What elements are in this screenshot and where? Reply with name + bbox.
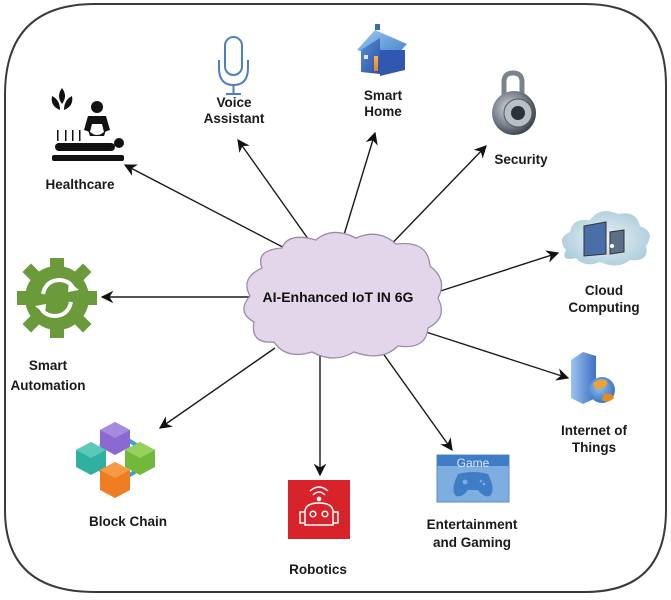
arrow-to-smart-home	[339, 131, 378, 249]
microphone-icon	[218, 36, 249, 95]
gaming-label-line1: Entertainment	[427, 517, 518, 532]
cloud-computing-label-line2: Computing	[568, 300, 639, 315]
cloud-shape	[243, 231, 443, 359]
smart-home-label-line2: Home	[364, 104, 402, 119]
arrow-to-block-chain	[158, 347, 276, 429]
game-controller-icon: Game	[436, 454, 510, 503]
cloud-computing-label-line1: Cloud	[585, 283, 623, 298]
voice-assistant-label-line1: Voice	[216, 95, 252, 110]
healthcare-icon	[51, 88, 124, 161]
node-cloud-computing: Cloud Computing	[561, 211, 650, 315]
server-globe-icon	[571, 352, 615, 404]
arrow-to-voice-assistant	[237, 138, 317, 251]
game-badge-text: Game	[457, 456, 490, 470]
node-block-chain: Block Chain	[76, 422, 167, 529]
cloud-computing-icon	[561, 211, 650, 266]
smart-automation-label-line1: Smart	[29, 358, 68, 373]
robotics-label: Robotics	[289, 562, 347, 577]
node-internet-of-things: Internet of Things	[561, 352, 628, 455]
connector-arrows	[100, 131, 570, 477]
arrow-to-healthcare	[123, 164, 299, 256]
arrow-to-security	[377, 145, 487, 259]
healthcare-label: Healthcare	[45, 177, 115, 192]
iot-label-line2: Things	[572, 440, 616, 455]
block-chain-label: Block Chain	[89, 514, 167, 529]
node-security: Security	[492, 70, 548, 167]
node-healthcare: Healthcare	[45, 88, 124, 192]
gaming-label-line2: and Gaming	[433, 535, 511, 550]
arrow-to-gaming	[381, 351, 453, 452]
blockchain-cubes-icon	[76, 422, 155, 498]
node-robotics: Robotics	[288, 480, 350, 577]
voice-assistant-label-line2: Assistant	[204, 111, 265, 126]
node-smart-home: Smart Home	[357, 24, 407, 119]
robot-icon	[288, 480, 350, 539]
node-smart-automation: Smart Automation	[11, 258, 97, 393]
node-voice-assistant: Voice Assistant	[204, 36, 265, 126]
gear-sync-icon	[17, 258, 97, 338]
smart-automation-label-line2: Automation	[11, 378, 86, 393]
iot-label-line1: Internet of	[561, 423, 628, 438]
smart-home-label-line1: Smart	[364, 88, 403, 103]
arrow-to-cloud-computing	[427, 250, 560, 296]
house-icon	[357, 24, 407, 76]
node-entertainment-gaming: Game Entertainment and Gaming	[427, 454, 518, 550]
central-cloud-label: AI-Enhanced IoT IN 6G	[263, 289, 414, 305]
security-label: Security	[494, 152, 548, 167]
arrow-to-internet-of-things	[425, 331, 570, 381]
padlock-icon	[492, 70, 536, 135]
central-cloud: AI-Enhanced IoT IN 6G	[243, 231, 443, 359]
